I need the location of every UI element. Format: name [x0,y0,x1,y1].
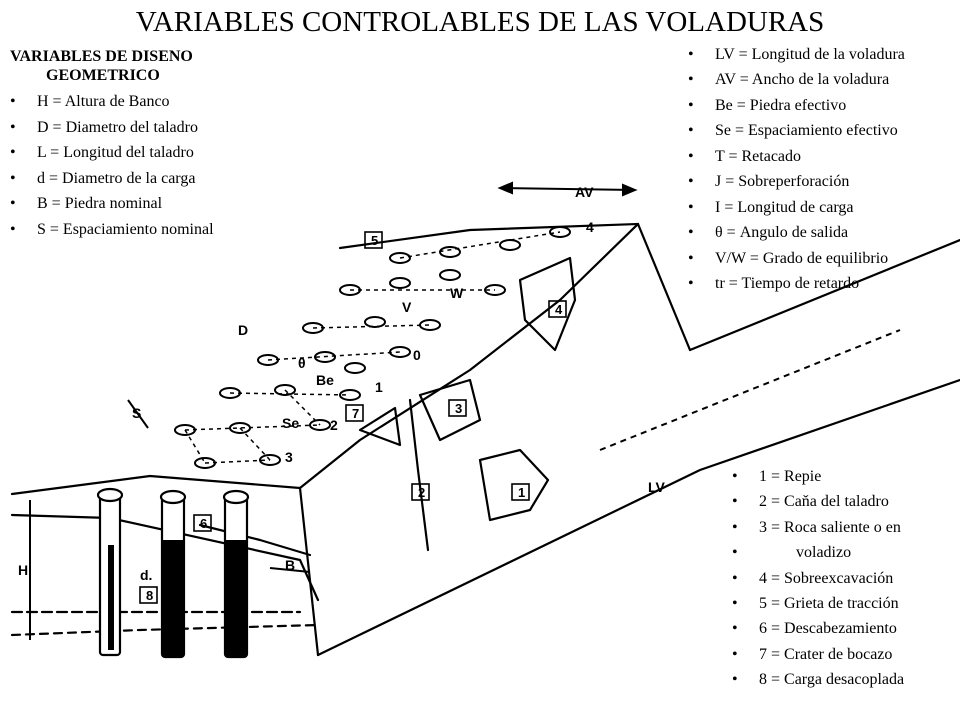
charge-column-2 [163,540,183,657]
row-label-3: 3 [285,449,293,465]
list-item: B = Piedra nominal [0,194,300,213]
fracture-line-3 [418,378,482,442]
list-item: D = Diametro del taladro [0,118,300,137]
legend-item: 3 = Roca saliente o en [722,518,960,537]
toe-line [10,513,320,602]
legend-item: 5 = Grieta de tracción [722,594,960,613]
s-dimension-line [127,399,149,429]
list-item: J = Sobreperforación [678,172,960,191]
blast-variables-list: LV = Longitud de la voladura AV = Ancho … [678,45,960,300]
fracture-line [408,398,430,552]
mark-5: 5 [371,233,378,248]
label-h: H [18,562,28,578]
blast-block-back-edge [636,222,692,352]
av-arrow-left [497,181,513,195]
list-item: Be = Piedra efectivo [678,96,960,115]
label-b: B [285,557,295,573]
legend-item: 1 = Repie [722,467,960,486]
blast-hole [419,319,441,331]
legend-item: 6 = Descabezamiento [722,619,960,638]
av-dimension-line [499,187,636,191]
legend-item: 2 = Caňa del taladro [722,492,960,511]
diagram-legend-list: 1 = Repie 2 = Caňa del taladro 3 = Roca … [722,467,960,696]
list-item: S = Espaciamiento nominal [0,220,300,239]
list-item: Se = Espaciamiento efectivo [678,121,960,140]
mark-3: 3 [455,401,462,416]
charge-column-3 [226,540,246,657]
row-label-1: 1 [375,379,383,395]
label-d-upper: D [238,322,248,338]
floor-line [10,623,320,637]
bench-top-back [338,222,640,250]
bench-top-edge [10,474,302,496]
av-arrow-right [622,183,638,197]
blast-block-top-edge [298,222,640,490]
blast-hole [389,346,411,358]
blast-hole [364,316,386,328]
mark-2: 2 [418,485,425,500]
mark-7: 7 [352,406,359,421]
label-av: AV [575,184,594,200]
b-dimension-line [269,567,311,573]
label-se: Se [282,415,299,431]
blast-hole [499,239,521,251]
label-d-lower: d. [140,567,152,583]
decoupled-charge [108,545,114,650]
cap-crack [198,523,312,557]
mark-6: 6 [200,516,207,531]
label-be: Be [316,372,334,388]
legend-item: 7 = Crater de bocazo [722,645,960,664]
label-lv: LV [648,479,666,495]
design-variables-list: H = Altura de Banco D = Diametro del tal… [0,92,300,245]
legend-item: 8 = Carga desacoplada [722,670,960,689]
blast-hole [344,362,366,374]
fracture-line-4 [518,256,577,352]
list-item: H = Altura de Banco [0,92,300,111]
design-heading-line1: VARIABLES DE DISENO [10,48,193,65]
blast-hole [439,269,461,281]
legend-item: voladizo [722,543,960,562]
label-v: V [402,299,412,315]
page-title: VARIABLES CONTROLABLES DE LAS VOLADURAS [135,6,825,38]
mark-8: 8 [146,588,153,603]
fracture-line-2 [478,448,550,522]
list-item: LV = Longitud de la voladura [678,45,960,64]
list-item: I = Longitud de carga [678,198,960,217]
blast-hole [389,277,411,289]
list-item: d = Diametro de la carga [0,169,300,188]
label-theta: θ [298,355,306,371]
design-variables-heading: VARIABLES DE DISENO GEOMETRICO [10,47,310,85]
label-s: S [132,405,141,421]
row-label-4: 4 [586,219,594,235]
bench-floor-edge [316,378,960,657]
row-label-0: 0 [413,347,421,363]
mark-4: 4 [555,302,563,317]
list-item: L = Longitud del taladro [0,143,300,162]
crater-shape [358,406,402,447]
list-item: tr = Tiempo de retardo [678,274,960,293]
list-item: θ = Angulo de salida [678,223,960,242]
list-item: AV = Ancho de la voladura [678,70,960,89]
lv-dimension-line [599,329,901,451]
row-label-2: 2 [330,417,338,433]
list-item: T = Retacado [678,147,960,166]
list-item: V/W = Grado de equilibrio [678,249,960,268]
label-w: W [450,285,464,301]
mark-1: 1 [518,485,525,500]
design-heading-line2: GEOMETRICO [46,67,160,84]
legend-item: 4 = Sobreexcavación [722,569,960,588]
